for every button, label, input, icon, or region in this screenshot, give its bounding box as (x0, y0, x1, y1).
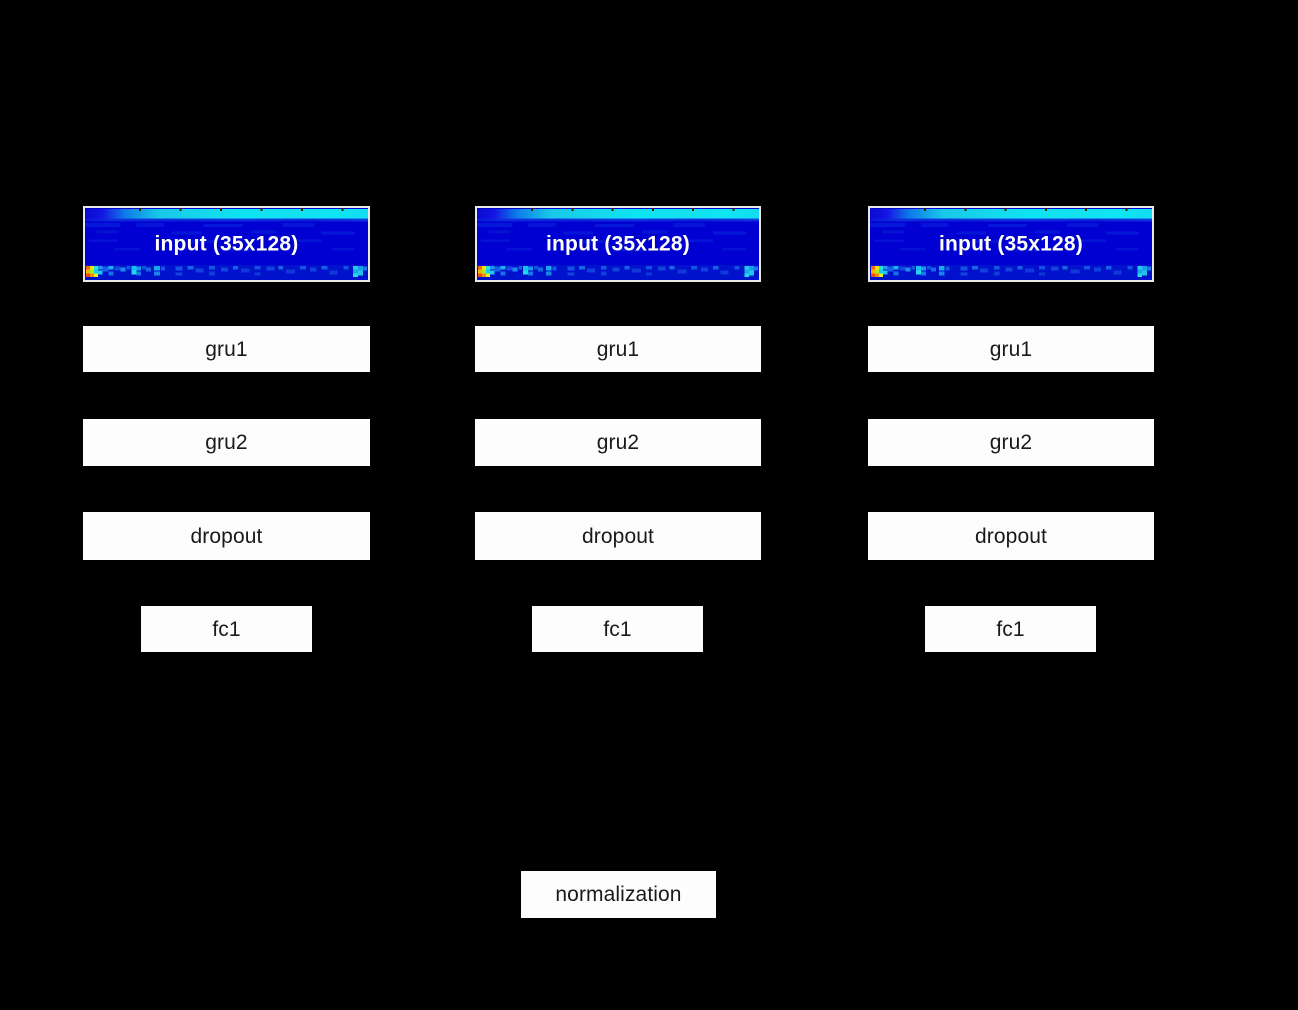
input-spectrogram-branch-1: input (35x128) (83, 206, 370, 282)
spectrogram-image (477, 208, 759, 280)
layer-label: gru2 (205, 431, 248, 454)
layer-label: normalization (555, 883, 682, 906)
layer-label: fc1 (603, 617, 632, 641)
layer-fc1-branch-1[interactable]: fc1 (141, 606, 312, 652)
layer-label: fc1 (212, 617, 241, 641)
layer-dropout-branch-3[interactable]: dropout (868, 512, 1154, 560)
input-spectrogram-branch-2: input (35x128) (475, 206, 761, 282)
layer-label: gru2 (596, 431, 640, 454)
layer-fc1-branch-3[interactable]: fc1 (925, 606, 1096, 652)
layer-label: dropout (975, 524, 1047, 548)
layer-gru2-branch-2[interactable]: gru2 (475, 419, 761, 466)
layer-gru2-branch-1[interactable]: gru2 (83, 419, 370, 466)
layer-dropout-branch-1[interactable]: dropout (83, 512, 370, 560)
layer-dropout-branch-2[interactable]: dropout (475, 512, 761, 560)
layer-label: gru1 (205, 337, 248, 361)
layer-gru2-branch-3[interactable]: gru2 (868, 419, 1154, 466)
spectrogram-image (870, 208, 1152, 280)
input-spectrogram-branch-3: input (35x128) (868, 206, 1154, 282)
layer-normalization[interactable]: normalization (521, 871, 716, 918)
layer-label: fc1 (996, 617, 1025, 641)
layer-label: dropout (582, 524, 654, 548)
layer-label: gru1 (989, 337, 1033, 361)
layer-label: dropout (190, 524, 263, 548)
layer-gru1-branch-1[interactable]: gru1 (83, 326, 370, 372)
spectrogram-image (85, 208, 368, 280)
layer-label: gru1 (596, 337, 640, 361)
layer-gru1-branch-2[interactable]: gru1 (475, 326, 761, 372)
layer-gru1-branch-3[interactable]: gru1 (868, 326, 1154, 372)
layer-fc1-branch-2[interactable]: fc1 (532, 606, 703, 652)
layer-label: gru2 (989, 431, 1033, 454)
